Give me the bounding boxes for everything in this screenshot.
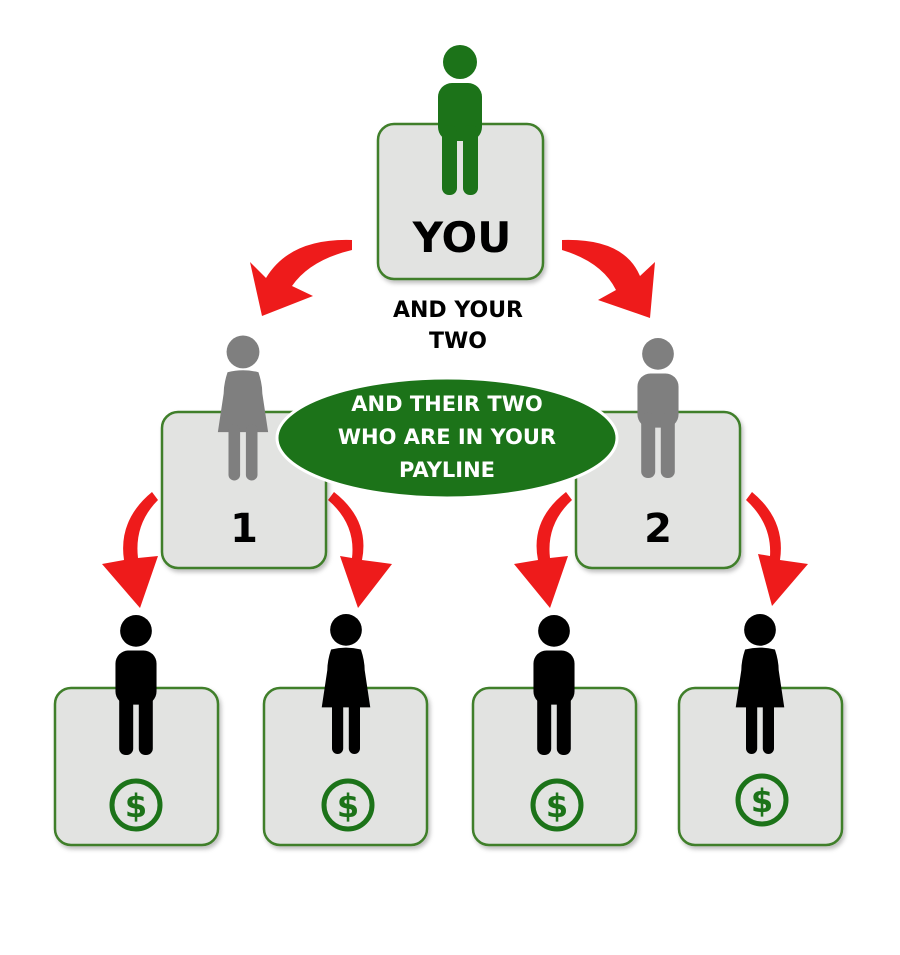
dollar-icon <box>735 773 789 827</box>
node-you: YOU <box>376 45 545 281</box>
caption-line1: AND YOUR <box>393 298 523 323</box>
arrow-mid2-right <box>746 492 808 606</box>
dollar-icon <box>321 778 375 832</box>
node-bottom-4: $ <box>677 614 844 847</box>
callout-ellipse <box>275 376 619 500</box>
arrow-mid1-left <box>102 492 158 608</box>
arrow-mid1-right <box>328 492 392 608</box>
caption: AND YOUR TWO <box>393 298 523 354</box>
node-mid-2: 2 <box>574 338 742 570</box>
callout: AND THEIR TWO WHO ARE IN YOUR PAYLINE <box>275 376 619 500</box>
arrow-mid2-left <box>514 492 572 608</box>
node-bottom-1: $ <box>53 615 220 847</box>
node-bottom-2: $ <box>262 614 429 847</box>
callout-line1: AND THEIR TWO <box>351 392 542 416</box>
node-mid-2-label: 2 <box>644 506 672 552</box>
dollar-icon <box>530 778 584 832</box>
node-you-label: YOU <box>412 213 512 262</box>
caption-line2: TWO <box>429 329 487 354</box>
callout-line3: PAYLINE <box>399 458 495 482</box>
dollar-symbol: $ <box>125 787 147 825</box>
node-bottom-3: $ <box>471 615 638 847</box>
node-mid-1-label: 1 <box>230 506 258 552</box>
dollar-symbol: $ <box>751 782 773 820</box>
arrows <box>102 239 808 608</box>
callout-line2: WHO ARE IN YOUR <box>338 425 556 449</box>
dollar-symbol: $ <box>337 787 359 825</box>
dollar-symbol: $ <box>546 787 568 825</box>
arrow-top-right <box>562 239 655 318</box>
dollar-icon <box>109 778 163 832</box>
arrow-top-left <box>250 239 352 316</box>
